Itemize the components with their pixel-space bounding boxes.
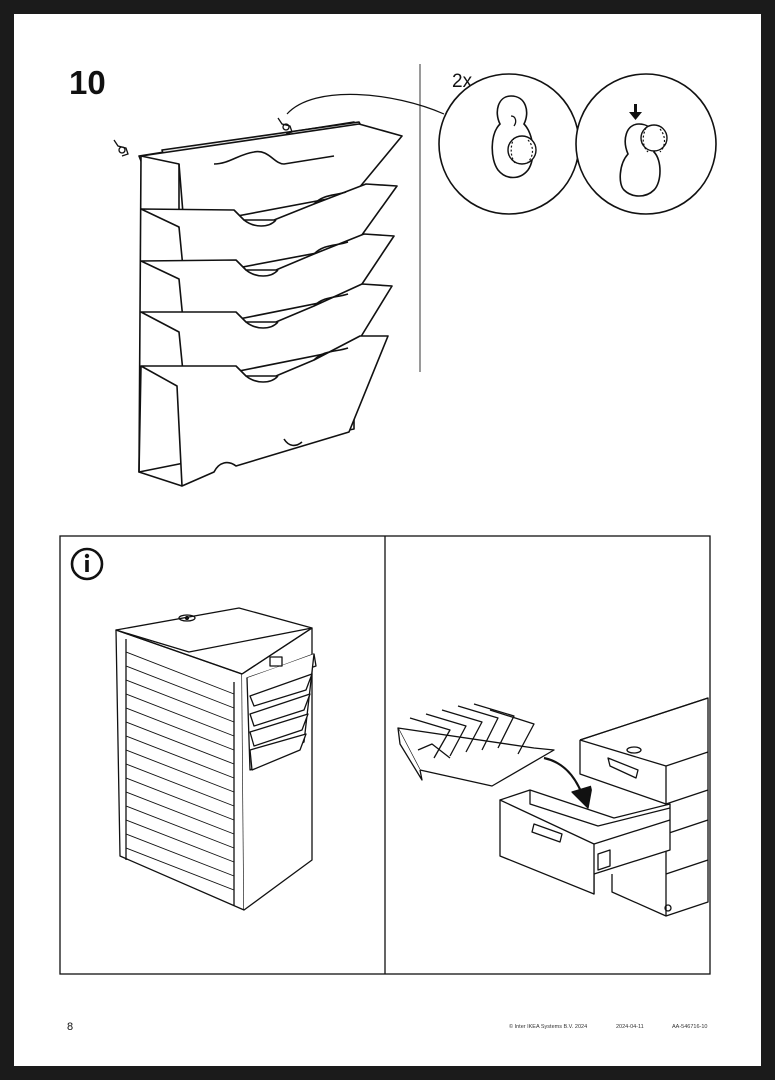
publish-date: 2024-04-11	[616, 1024, 644, 1030]
keyhole-detail-left	[438, 73, 580, 215]
info-circle-icon	[70, 547, 104, 581]
callout-leader	[286, 93, 445, 115]
quantity-label: 2x	[452, 71, 473, 92]
instruction-page: 10 2x	[14, 14, 761, 1066]
arrow-down-icon	[629, 104, 642, 120]
keyhole-detail-right	[575, 73, 717, 215]
document-code: AA-546716-10	[672, 1024, 708, 1030]
step-number: 10	[69, 64, 106, 101]
screw-icon	[113, 117, 293, 157]
wall-magazine-file-illustration	[138, 121, 403, 487]
illustrations	[59, 73, 717, 975]
page-number: 8	[67, 1021, 74, 1033]
step-divider	[419, 64, 421, 372]
cabinet-with-wall-file-illustration	[115, 607, 317, 911]
copyright-text: © Inter IKEA Systems B.V. 2024	[509, 1024, 588, 1030]
drawer-insert-illustration	[397, 697, 709, 917]
